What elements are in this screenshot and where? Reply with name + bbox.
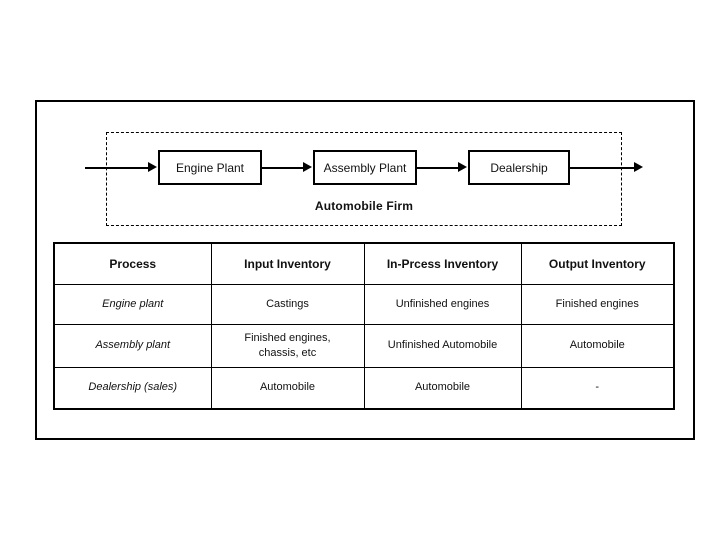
cell-inprocess: Automobile bbox=[363, 366, 522, 410]
arrow-shaft bbox=[85, 166, 149, 169]
cell-input: Automobile bbox=[210, 366, 365, 410]
table-row: Assembly plant Finished engines, chassis… bbox=[53, 323, 675, 368]
table-row: Engine plant Castings Unfinished engines… bbox=[53, 283, 675, 325]
flow-arrow-engine-to-assembly bbox=[262, 162, 312, 173]
header-process: Process bbox=[53, 242, 212, 285]
cell-inprocess: Unfinished engines bbox=[363, 283, 522, 325]
firm-caption: Automobile Firm bbox=[314, 199, 414, 213]
table-row: Dealership (sales) Automobile Automobile… bbox=[53, 366, 675, 410]
arrowhead-icon bbox=[303, 162, 312, 172]
arrowhead-icon bbox=[458, 162, 467, 172]
node-assembly-plant: Assembly Plant bbox=[313, 150, 417, 185]
cell-process: Dealership (sales) bbox=[53, 366, 212, 410]
node-label: Assembly Plant bbox=[323, 160, 407, 175]
cell-input: Finished engines, chassis, etc bbox=[210, 323, 365, 368]
cell-output: Finished engines bbox=[520, 283, 675, 325]
flow-arrow-output bbox=[570, 162, 643, 173]
arrowhead-icon bbox=[148, 162, 157, 172]
arrow-shaft bbox=[417, 166, 459, 169]
cell-input: Castings bbox=[210, 283, 365, 325]
cell-process: Engine plant bbox=[53, 283, 212, 325]
automobile-firm-boundary bbox=[106, 132, 622, 226]
arrow-shaft bbox=[262, 166, 304, 169]
node-engine-plant: Engine Plant bbox=[158, 150, 262, 185]
table-header-row: Process Input Inventory In-Prcess Invent… bbox=[53, 242, 675, 285]
cell-output: Automobile bbox=[520, 323, 675, 368]
slide-frame: Engine Plant Assembly Plant Dealership A… bbox=[35, 100, 695, 440]
arrow-shaft bbox=[570, 166, 635, 169]
node-label: Engine Plant bbox=[175, 160, 245, 175]
header-output-inventory: Output Inventory bbox=[520, 242, 675, 285]
flow-arrow-assembly-to-dealership bbox=[417, 162, 467, 173]
header-input-inventory: Input Inventory bbox=[210, 242, 365, 285]
header-inprocess-inventory: In-Prcess Inventory bbox=[363, 242, 522, 285]
cell-process: Assembly plant bbox=[53, 323, 212, 368]
node-dealership: Dealership bbox=[468, 150, 570, 185]
node-label: Dealership bbox=[490, 160, 548, 175]
cell-output: - bbox=[520, 366, 675, 410]
flow-arrow-input bbox=[85, 162, 157, 173]
cell-inprocess: Unfinished Automobile bbox=[363, 323, 522, 368]
inventory-table: Process Input Inventory In-Prcess Invent… bbox=[53, 242, 675, 410]
arrowhead-icon bbox=[634, 162, 643, 172]
